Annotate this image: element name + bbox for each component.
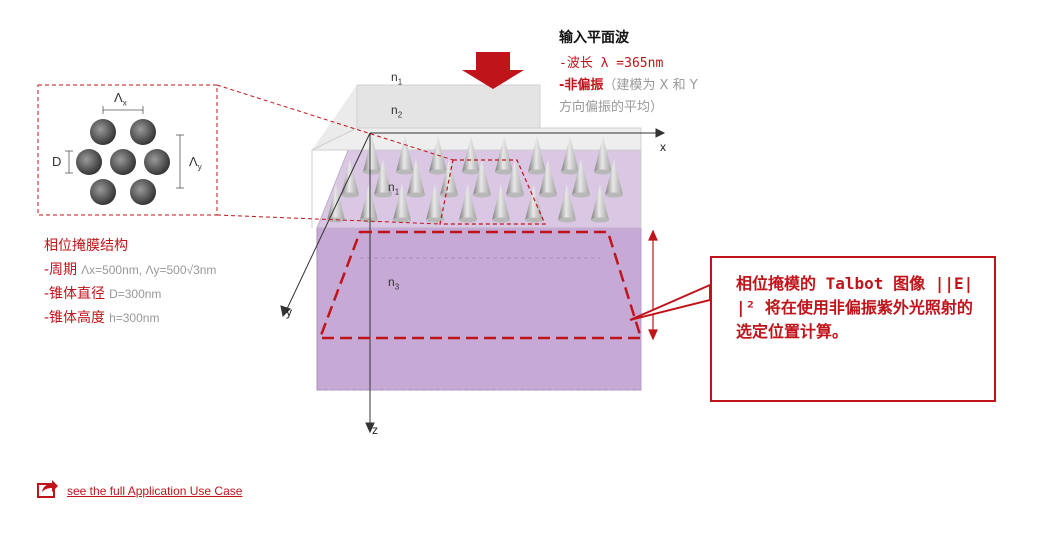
cone-base bbox=[492, 217, 510, 223]
layer-n1-mid: n1 bbox=[388, 180, 400, 197]
use-case-link-row[interactable]: see the full Application Use Case bbox=[37, 478, 242, 498]
wave-title: 输入平面波 bbox=[559, 30, 629, 46]
cone-base bbox=[473, 192, 491, 198]
talbot-region bbox=[318, 230, 643, 340]
cone bbox=[539, 159, 557, 195]
lattice-hole bbox=[130, 179, 156, 205]
cone-base bbox=[605, 192, 623, 198]
layer-n2: n2 bbox=[391, 103, 403, 120]
wave-wavelength: -波长 λ =365nm bbox=[559, 56, 664, 71]
hole-lattice bbox=[76, 119, 170, 205]
axis-z-label: z bbox=[372, 423, 378, 437]
cone-base bbox=[525, 217, 543, 223]
layer-n3: n3 bbox=[388, 275, 400, 292]
callout-text: 相位掩模的 Talbot 图像 ||E||² 将在使用非偏振紫外光照射的选定位置… bbox=[736, 274, 974, 341]
wave-polarization: -非偏振（建模为 X 和 Y bbox=[559, 74, 698, 93]
cone bbox=[426, 184, 444, 220]
cone bbox=[473, 159, 491, 195]
layer-n1-top: n1 bbox=[391, 70, 403, 87]
cone-base bbox=[426, 217, 444, 223]
lattice-hole bbox=[110, 149, 136, 175]
cone-base bbox=[374, 192, 392, 198]
cone bbox=[558, 184, 576, 220]
cone bbox=[363, 136, 381, 172]
cone-base bbox=[341, 192, 359, 198]
inset-lambda-y: Λy bbox=[189, 154, 202, 172]
cone bbox=[440, 159, 458, 195]
cone-base bbox=[561, 169, 579, 175]
cone-base bbox=[396, 169, 414, 175]
cone bbox=[459, 184, 477, 220]
cone-base bbox=[558, 217, 576, 223]
cone-base bbox=[429, 169, 447, 175]
talbot-callout: 相位掩模的 Talbot 图像 ||E||² 将在使用非偏振紫外光照射的选定位置… bbox=[710, 256, 996, 402]
cone-base bbox=[539, 192, 557, 198]
height-bracket bbox=[648, 229, 658, 341]
axis-y-label: y bbox=[286, 305, 292, 319]
callout-pointer bbox=[629, 283, 711, 321]
cone bbox=[374, 159, 392, 195]
substrate-block bbox=[316, 227, 642, 391]
cone-base bbox=[528, 169, 546, 175]
axes bbox=[280, 128, 666, 434]
cone-base bbox=[407, 192, 425, 198]
cone bbox=[605, 159, 623, 195]
cone-base bbox=[594, 169, 612, 175]
cone bbox=[594, 136, 612, 172]
lattice-hole bbox=[90, 119, 116, 145]
cone bbox=[393, 184, 411, 220]
lattice-hole bbox=[76, 149, 102, 175]
wave-polarization-note: （建模为 X 和 Y bbox=[603, 78, 698, 93]
cone-base bbox=[572, 192, 590, 198]
cone-base bbox=[360, 217, 378, 223]
inset-connectors bbox=[216, 84, 454, 225]
cone-base bbox=[440, 192, 458, 198]
cone-base bbox=[462, 169, 480, 175]
wave-polarization-label: -非偏振 bbox=[559, 78, 604, 93]
cone-base bbox=[495, 169, 513, 175]
incident-wave-arrow bbox=[462, 52, 524, 89]
mask-title: 相位掩膜结构 bbox=[44, 238, 128, 254]
cone bbox=[429, 136, 447, 172]
cone bbox=[495, 136, 513, 172]
cone bbox=[492, 184, 510, 220]
lattice-hole bbox=[90, 179, 116, 205]
cone bbox=[360, 184, 378, 220]
unit-cell-outline bbox=[439, 159, 546, 225]
wave-polarization-note-2: 方向偏振的平均） bbox=[559, 100, 664, 115]
use-case-link[interactable]: see the full Application Use Case bbox=[67, 484, 243, 498]
lattice-hole bbox=[144, 149, 170, 175]
cone-base bbox=[363, 169, 381, 175]
cone bbox=[591, 184, 609, 220]
inset-dimension-lines bbox=[65, 106, 184, 189]
lattice-hole bbox=[130, 119, 156, 145]
inset-d: D bbox=[52, 154, 62, 169]
share-arrow-icon[interactable] bbox=[37, 478, 59, 498]
cone bbox=[506, 159, 524, 195]
cone bbox=[572, 159, 590, 195]
inset-lambda-x: Λx bbox=[114, 90, 127, 108]
cone bbox=[462, 136, 480, 172]
axis-x-label: x bbox=[660, 140, 666, 154]
cone bbox=[327, 184, 345, 220]
cone-base bbox=[393, 217, 411, 223]
cone-base bbox=[506, 192, 524, 198]
cone bbox=[396, 136, 414, 172]
cone bbox=[407, 159, 425, 195]
cone-base bbox=[591, 217, 609, 223]
cone bbox=[525, 184, 543, 220]
cone bbox=[561, 136, 579, 172]
cone-base bbox=[459, 217, 477, 223]
cone bbox=[528, 136, 546, 172]
